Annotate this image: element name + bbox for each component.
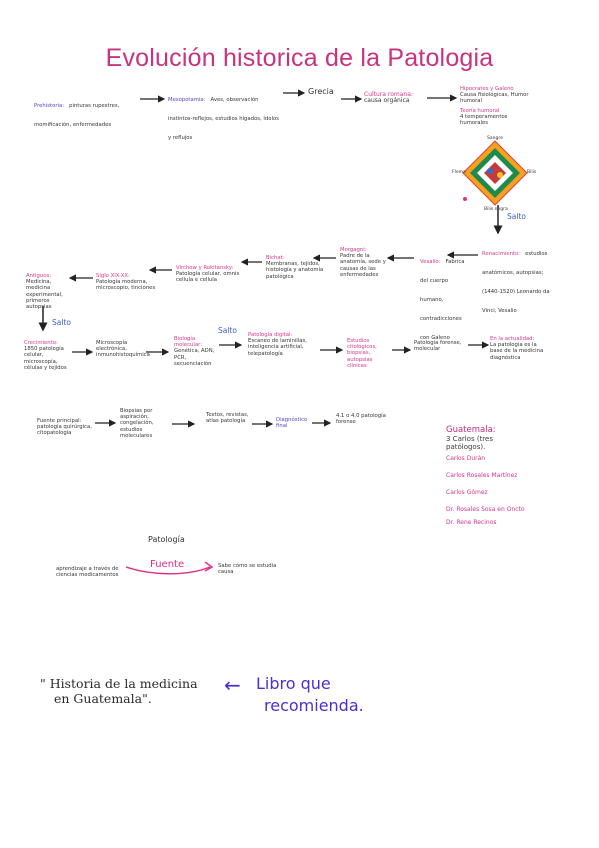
node-siglo: Siglo XIX-XX: Patología moderna, microsc… bbox=[96, 273, 156, 292]
guatemala-name: Carlos Gómez bbox=[446, 489, 488, 496]
diagram-left: Flema bbox=[452, 170, 466, 175]
salto-label: Salto bbox=[218, 326, 237, 335]
guatemala-name: Carlos Rosales Martínez bbox=[446, 472, 518, 479]
guatemala-name: Dr. Rosales Sosa en Oncto bbox=[446, 506, 525, 513]
node-antiguos: Antiguos: Medicina, medicina experimenta… bbox=[26, 273, 63, 311]
libro-note: Libro que recomienda. bbox=[256, 674, 364, 715]
diagram-right: Bilis bbox=[527, 170, 537, 175]
lower-left-text: aprendizaje a través de ciencias medicam… bbox=[56, 566, 119, 579]
page-title: Evolución historica de la Patologia bbox=[105, 44, 494, 72]
node-grecia: Grecia bbox=[308, 87, 334, 96]
node-renacimiento: Renacimiento: estudios anatómicos, autop… bbox=[482, 251, 550, 314]
node-forense: Patología forense, molecular bbox=[414, 340, 462, 353]
row4-node-4: Diagnóstico final bbox=[276, 417, 308, 430]
row4-node-5: 4.1 o 4.0 patología forense bbox=[336, 413, 386, 426]
salto-label: Salto bbox=[52, 318, 71, 327]
node-citologia: Estudios citológicos, biopsias, autopsia… bbox=[347, 338, 377, 369]
node-hipocrates: Hipocrates y Galeno Causa fisiológicas, … bbox=[460, 86, 529, 127]
node-digital: Patología digital: Escaneo de laminillas… bbox=[248, 332, 307, 357]
dot bbox=[463, 197, 467, 201]
row4-node-3: Textos, revistas, atlas patología bbox=[206, 412, 249, 425]
humor-diagram bbox=[462, 140, 528, 206]
lower-right-text: Sabe cómo se estudia causa bbox=[218, 563, 277, 576]
node-vesalio: Vesalio: Fabrica del cuerpo humano, cont… bbox=[420, 259, 465, 341]
diagram-bottom: Bilis negra bbox=[484, 207, 508, 212]
arrow-left-icon: ← bbox=[224, 673, 241, 697]
node-actualidad: En la actualidad: La patología es la bas… bbox=[490, 336, 544, 361]
guatemala-name: Carlos Durán bbox=[446, 455, 486, 462]
fuente-arrow bbox=[125, 566, 211, 575]
node-virchow: Virchow y Rokitansky: Patología celular,… bbox=[176, 265, 240, 284]
node-mesopotamia: Mesopotamia: Aves, observación instintos… bbox=[168, 97, 279, 141]
row4-node-2: Biopsias por aspiración, congelación, es… bbox=[120, 408, 154, 439]
node-morgagni: Morgagni: Padre de la anatomía, sede y c… bbox=[340, 247, 386, 278]
node-crecimiento: Crecimiento: 1850 patología celular, mic… bbox=[24, 340, 67, 371]
node-microscopia: Microscopía electrónica, inmunohistoquím… bbox=[96, 340, 150, 359]
fuente-label: Fuente bbox=[150, 559, 185, 570]
guatemala-heading: Guatemala: bbox=[446, 425, 496, 435]
salto-label: Salto bbox=[507, 212, 526, 221]
guatemala-intro: 3 Carlos (tres patólogos). bbox=[446, 435, 493, 451]
diagram-top: Sangre bbox=[487, 136, 503, 141]
patologia-label: Patología bbox=[148, 535, 185, 544]
guatemala-block: Guatemala: 3 Carlos (tres patólogos). Ca… bbox=[446, 425, 526, 526]
guatemala-name: Dr. Rene Recinos bbox=[446, 519, 497, 526]
node-roma: Cultura romana: causa orgánica bbox=[364, 91, 413, 105]
row4-node-1: Fuente principal: patología quirúrgica, … bbox=[37, 418, 92, 437]
quote-text: " Historia de la medicina en Guatemala". bbox=[40, 676, 198, 706]
node-bichat: Bichat: Membranas, tejidos, histología y… bbox=[266, 255, 324, 280]
node-biologia: Biología molecular: Genética, ADN, PCR, … bbox=[174, 336, 215, 367]
node-prehistoria: Prehistoria: pinturas rupestres, momific… bbox=[34, 103, 120, 128]
